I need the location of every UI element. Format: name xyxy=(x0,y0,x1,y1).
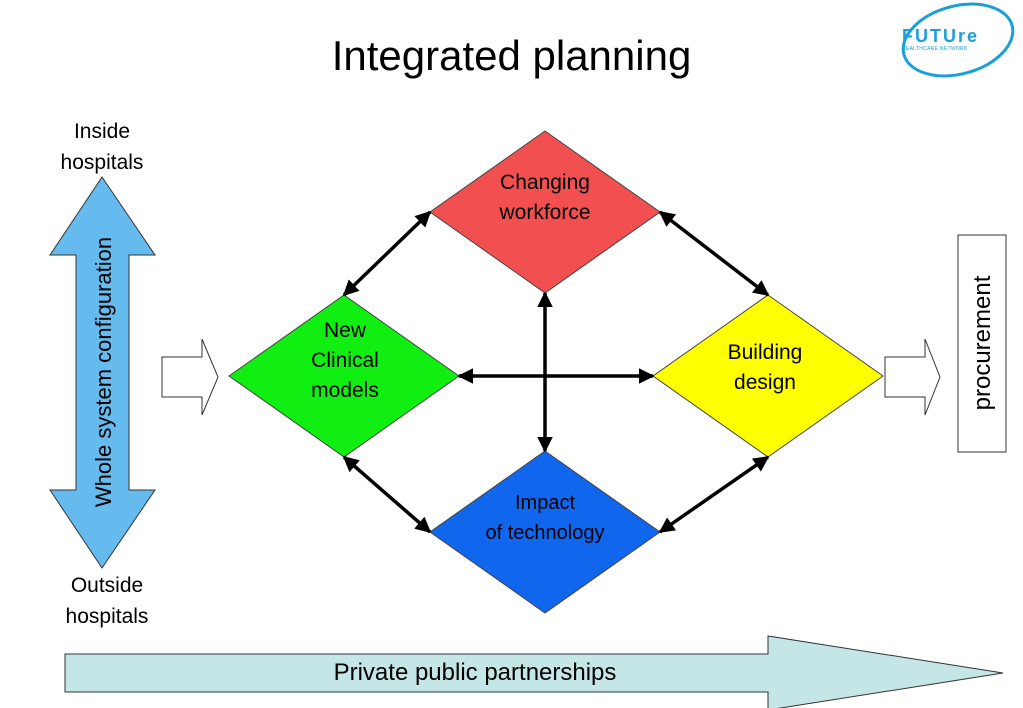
technology-line2: of technology xyxy=(485,522,605,544)
impact-of-technology-label: Impact of technology xyxy=(460,488,630,548)
technology-line1: Impact xyxy=(514,492,576,514)
clinical-line2: Clinical xyxy=(311,349,379,372)
logo-sub-text: HEALTHCARE NETWORK xyxy=(902,46,968,52)
new-clinical-models-label: New Clinical models xyxy=(270,316,420,406)
outside-label-line2: hospitals xyxy=(65,605,149,628)
workforce-line2: workforce xyxy=(499,201,591,224)
inside-label-line2: hospitals xyxy=(60,151,144,174)
ppp-label: Private public partnerships xyxy=(333,659,617,686)
diamond-impact-of-technology xyxy=(429,450,661,614)
inside-label-line1: Inside xyxy=(73,120,131,143)
connector-workforce-building xyxy=(658,210,770,297)
connector-workforce-clinical xyxy=(342,210,432,297)
building-line1: Building xyxy=(727,341,803,364)
procurement-label: procurement xyxy=(969,275,996,410)
whole-system-label: Whole system configuration xyxy=(91,237,116,507)
clinical-line1: New xyxy=(323,319,366,342)
page-title: Integrated planning xyxy=(331,32,692,79)
outside-label-line1: Outside xyxy=(70,574,144,597)
output-hollow-arrow xyxy=(884,338,941,416)
future-healthcare-logo: FUTUre HEALTHCARE NETWORK xyxy=(902,26,1012,53)
logo-main-text: FUTUre xyxy=(902,26,980,46)
building-line2: design xyxy=(734,371,796,394)
procurement-box xyxy=(957,234,1007,453)
clinical-line3: models xyxy=(311,379,379,402)
ppp-arrow-shape xyxy=(64,635,1004,708)
workforce-line1: Changing xyxy=(500,171,590,194)
inside-hospitals-label: Inside hospitals xyxy=(40,116,164,178)
connector-building-technology xyxy=(658,455,770,534)
building-design-label: Building design xyxy=(690,338,840,398)
input-hollow-arrow xyxy=(161,338,219,416)
changing-workforce-label: Changing workforce xyxy=(470,168,620,228)
outside-hospitals-label: Outside hospitals xyxy=(45,570,169,632)
connector-clinical-technology xyxy=(342,455,432,534)
whole-system-double-arrow xyxy=(49,176,156,569)
logo-swoosh xyxy=(901,2,1015,78)
